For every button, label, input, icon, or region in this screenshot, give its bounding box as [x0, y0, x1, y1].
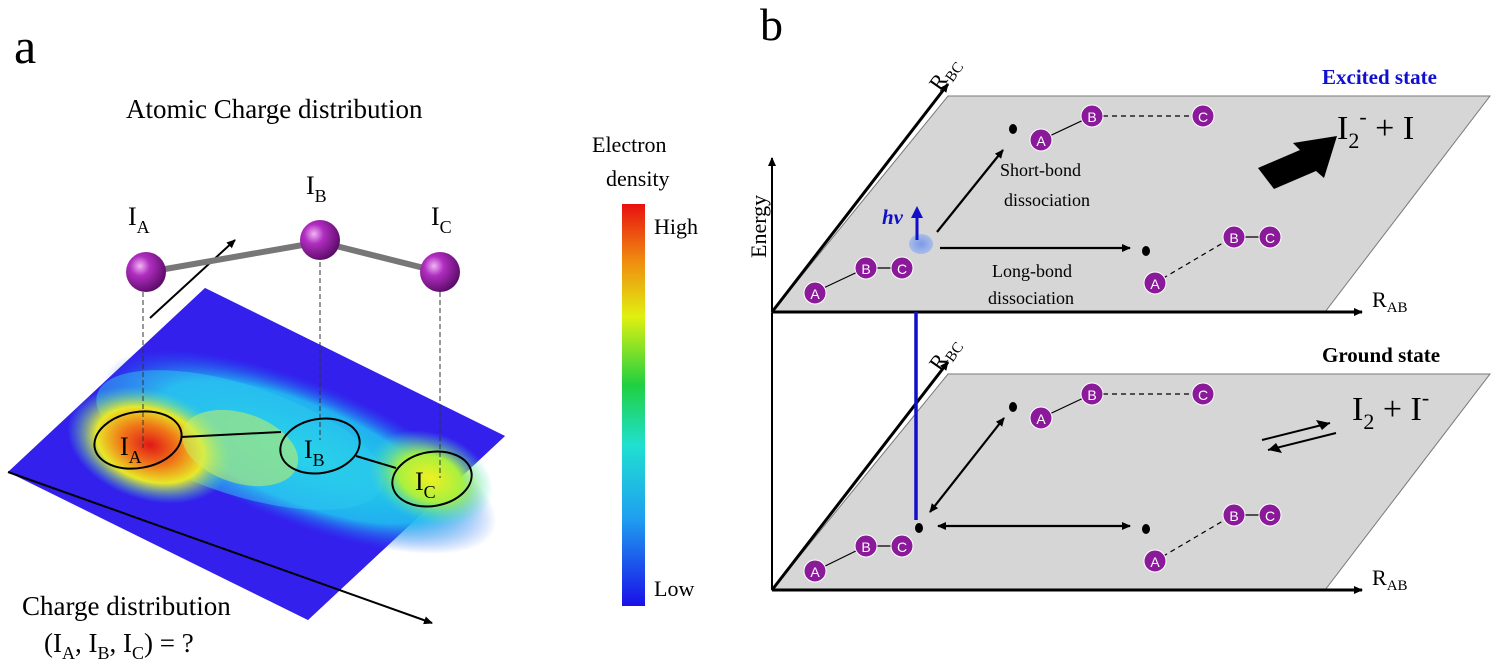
atom-label-ic: IC: [431, 202, 452, 237]
panel-b-label: b: [760, 0, 783, 50]
short-bond-label-2: dissociation: [1004, 190, 1090, 210]
colorbar-low: Low: [654, 576, 694, 601]
panel-a-label: a: [14, 18, 36, 74]
surface-axis-front: [7, 471, 433, 625]
colorbar-high: High: [654, 214, 698, 239]
svg-text:A: A: [1036, 133, 1046, 149]
ground-short-bond-arrow: [929, 417, 1005, 513]
big-arrow: [1258, 136, 1337, 189]
ground-rbc-label: RBC: [924, 332, 968, 377]
svg-text:A: A: [810, 564, 820, 580]
surface-axis-back: [149, 239, 236, 319]
surface-link-ab: [180, 431, 282, 438]
ground-product: I2 + I-: [1352, 385, 1429, 434]
svg-text:C: C: [1265, 508, 1275, 524]
svg-text:B: B: [861, 539, 870, 555]
density-ellipse-b: [279, 417, 361, 475]
svg-text:B: B: [1087, 387, 1096, 403]
svg-text:A: A: [1150, 276, 1160, 292]
surface-label-ic: IC: [415, 467, 436, 502]
ground-rbc-axis: [770, 361, 950, 591]
atom-ib: [300, 220, 340, 260]
svg-text:B: B: [1087, 109, 1096, 125]
density-ellipse-c: [391, 450, 473, 508]
excited-short-bond-arrow: [936, 149, 1004, 233]
ground-short-product: A B C: [1009, 382, 1215, 430]
excited-short-product: A B C: [1009, 104, 1215, 152]
equilibrium-arrows: [1261, 420, 1337, 453]
surface-link-bc: [355, 455, 397, 469]
atom-label-ib: IB: [306, 171, 327, 206]
ground-molecule-start: A B C: [803, 523, 923, 583]
excited-start-glow: [909, 234, 933, 254]
ground-rab-label: RAB: [1372, 565, 1408, 594]
svg-text:A: A: [1036, 411, 1046, 427]
excited-product: I2- + I: [1337, 104, 1414, 153]
svg-text:C: C: [897, 539, 907, 555]
long-bond-label-1: Long-bond: [992, 261, 1072, 281]
energy-label: Energy: [746, 195, 771, 258]
hv-label: hν: [882, 205, 904, 229]
svg-text:C: C: [1198, 109, 1208, 125]
svg-text:A: A: [1150, 554, 1160, 570]
short-bond-label-1: Short-bond: [1000, 160, 1081, 180]
bond-bc: [319, 239, 441, 275]
excited-rbc-axis: [770, 83, 950, 313]
atom-ic: [420, 252, 460, 292]
bond-ab: [147, 239, 321, 275]
charge-density-surface: [8, 288, 505, 620]
panel-a-title: Atomic Charge distribution: [126, 94, 423, 124]
colorbar-title-1: Electron: [592, 132, 667, 157]
question-line1: Charge distribution: [22, 591, 231, 621]
density-ellipse-a: [93, 410, 183, 470]
atom-ia: [126, 252, 166, 292]
long-bond-label-2: dissociation: [988, 288, 1074, 308]
svg-text:C: C: [897, 261, 907, 277]
surface-label-ia: IA: [120, 432, 142, 467]
svg-text:B: B: [1229, 230, 1238, 246]
surface-label-ib: IB: [304, 435, 325, 470]
ground-state-label: Ground state: [1322, 343, 1440, 367]
svg-text:C: C: [1198, 387, 1208, 403]
svg-text:A: A: [810, 286, 820, 302]
question-line2: (IA, IB, IC) = ?: [44, 628, 194, 661]
colorbar-title-2: density: [606, 166, 670, 191]
excited-state-label: Excited state: [1322, 65, 1437, 89]
hv-arrow-head: [911, 206, 923, 218]
svg-text:B: B: [1229, 508, 1238, 524]
svg-text:B: B: [861, 261, 870, 277]
ground-long-product: A B C: [1142, 503, 1282, 573]
svg-text:C: C: [1265, 230, 1275, 246]
excited-rab-label: RAB: [1372, 287, 1408, 316]
excited-rbc-label: RBC: [924, 52, 968, 97]
excited-long-product: A B C: [1142, 225, 1282, 295]
colorbar: [622, 204, 645, 606]
excited-molecule-start: A B C: [803, 256, 914, 305]
atom-label-ia: IA: [128, 202, 150, 237]
